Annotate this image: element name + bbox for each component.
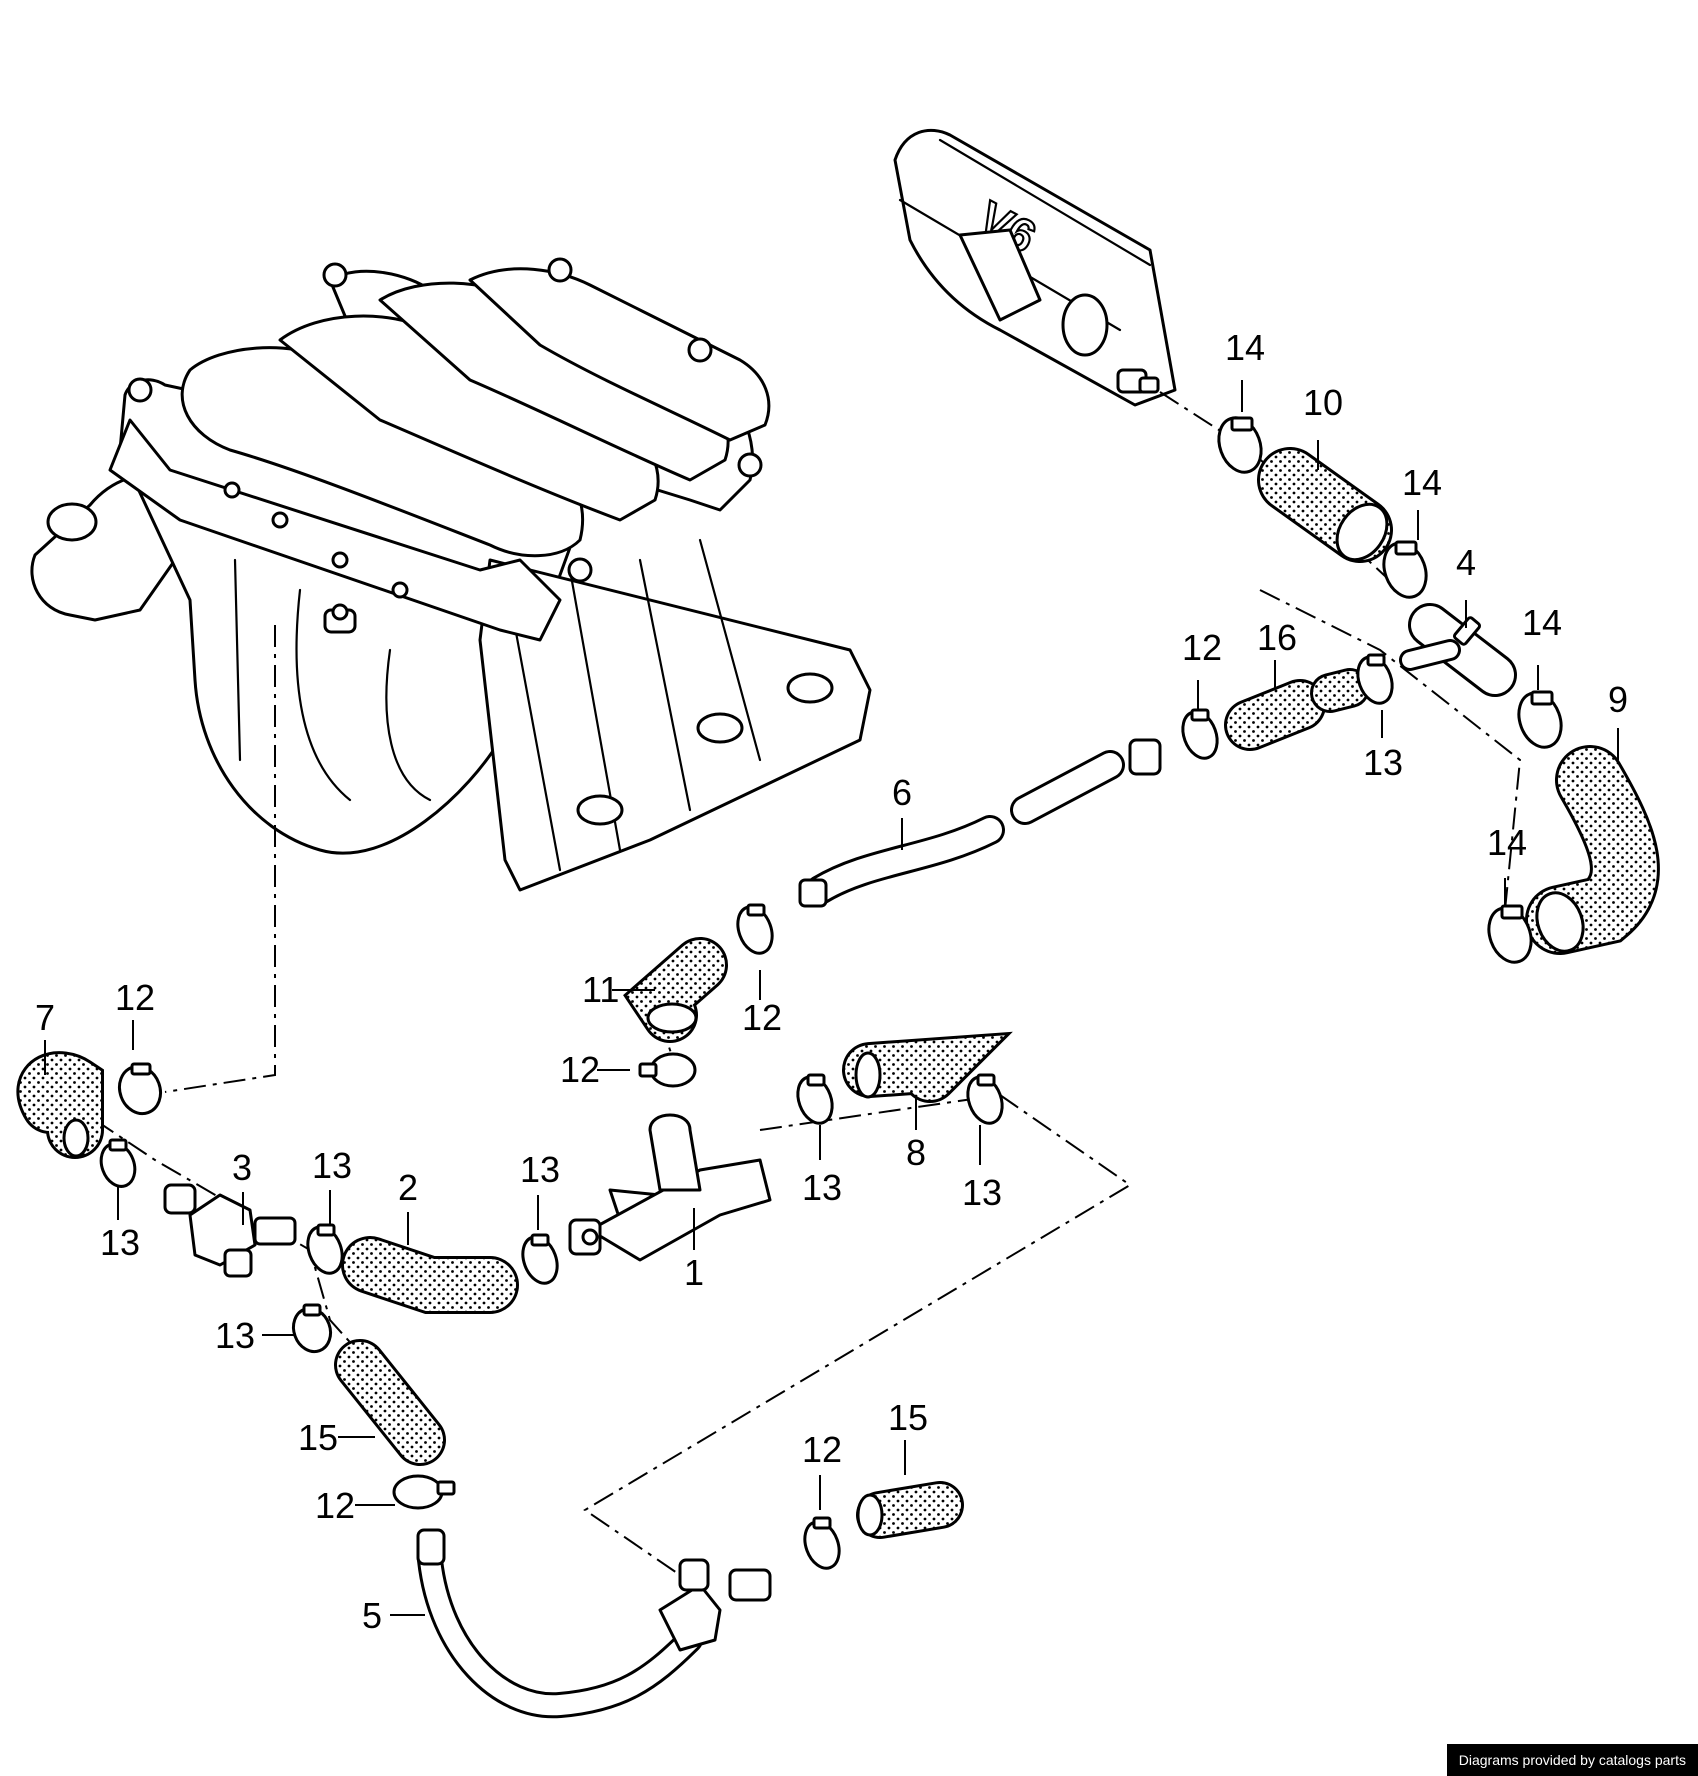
callout-14: 14 [1225, 327, 1265, 368]
clamp-14-d [1487, 904, 1533, 964]
callout-13: 13 [100, 1222, 140, 1263]
callout-3: 3 [232, 1147, 252, 1188]
tee-1 [568, 1113, 772, 1262]
clamp-13-e [796, 1073, 834, 1125]
hose-8 [842, 1031, 1013, 1103]
callout-13: 13 [520, 1149, 560, 1190]
clamp-13-c [306, 1223, 344, 1275]
pipes [163, 603, 1517, 1719]
callout-12: 12 [115, 977, 155, 1018]
credit-badge: Diagrams provided by catalogs parts [1446, 1744, 1698, 1776]
valve-cover: V6 [893, 128, 1177, 407]
pipe-4-connector [1399, 603, 1517, 697]
callout-12: 12 [315, 1485, 355, 1526]
callout-9: 9 [1608, 679, 1628, 720]
clamp-14-b [1382, 540, 1428, 599]
clamp-12-c [117, 1062, 163, 1116]
callout-8: 8 [906, 1132, 926, 1173]
callout-2: 2 [398, 1167, 418, 1208]
callout-15: 15 [888, 1397, 928, 1438]
callout-13: 13 [1363, 742, 1403, 783]
hose-15-right [856, 1481, 964, 1539]
clamp-14-c [1517, 690, 1563, 749]
callout-13: 13 [312, 1145, 352, 1186]
callout-5: 5 [362, 1595, 382, 1636]
clamp-12-e [392, 1474, 456, 1510]
hose-10 [1257, 447, 1393, 563]
connector-3 [163, 1183, 297, 1278]
leader-lines [44, 380, 1619, 1616]
pipe-5 [416, 1528, 772, 1719]
hoses [16, 447, 1660, 1539]
callout-14: 14 [1487, 822, 1527, 863]
hose-2 [341, 1236, 519, 1314]
callout-14: 14 [1522, 602, 1562, 643]
clamp-12-b [736, 903, 774, 955]
hose-9 [1525, 745, 1660, 955]
clamp-13-b [99, 1138, 137, 1188]
callout-7: 7 [35, 997, 55, 1038]
clamp-12-f [803, 1516, 841, 1570]
hose-clamps [99, 416, 1563, 1570]
clamp-14-a [1217, 416, 1263, 474]
callout-12: 12 [742, 997, 782, 1038]
callout-11: 11 [582, 969, 619, 1010]
clamp-12-a [1181, 708, 1219, 760]
clamp-12-d [638, 1052, 697, 1088]
clamp-13-g [291, 1303, 333, 1354]
callout-12: 12 [560, 1049, 600, 1090]
intake-manifold [30, 257, 872, 892]
callout-6: 6 [892, 772, 912, 813]
callout-13: 13 [962, 1172, 1002, 1213]
hose-7 [16, 1051, 104, 1159]
callout-12: 12 [1182, 627, 1222, 668]
callout-10: 10 [1303, 382, 1343, 423]
hose-11 [623, 937, 728, 1043]
callout-1: 1 [684, 1252, 704, 1293]
clamp-13-d [521, 1233, 559, 1285]
callout-13: 13 [215, 1315, 255, 1356]
clamp-13-a [1356, 653, 1394, 705]
clamp-13-f [966, 1073, 1004, 1125]
callout-14: 14 [1402, 462, 1442, 503]
callout-4: 4 [1456, 542, 1476, 583]
callout-15: 15 [298, 1417, 338, 1458]
callouts: 14 10 14 4 14 9 14 12 16 13 6 12 11 12 1… [35, 327, 1628, 1636]
callout-16: 16 [1257, 617, 1297, 658]
hose-15-left [334, 1339, 446, 1466]
hose-16 [1224, 668, 1370, 751]
callout-13: 13 [802, 1167, 842, 1208]
pipe-6 [798, 738, 1162, 908]
callout-12: 12 [802, 1429, 842, 1470]
